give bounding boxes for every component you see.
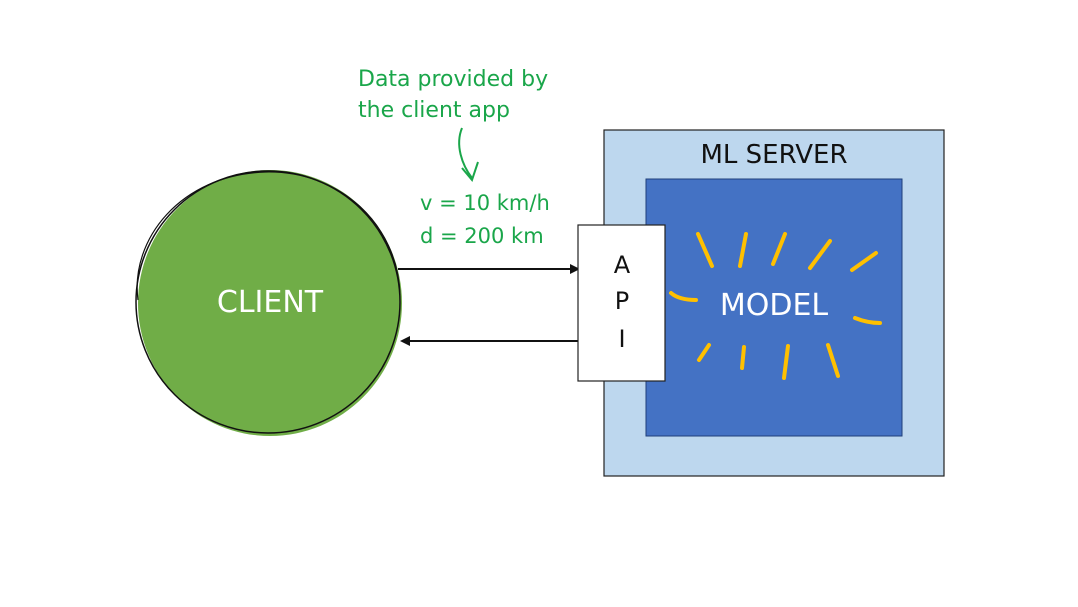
annotation-line-1: Data provided by bbox=[358, 67, 548, 92]
model-box bbox=[645, 178, 903, 437]
server-title: ML SERVER bbox=[700, 140, 847, 170]
response-arrowhead bbox=[400, 336, 410, 346]
ray bbox=[808, 239, 832, 270]
ray bbox=[740, 345, 746, 370]
annotation-line-2: the client app bbox=[358, 98, 510, 123]
ray bbox=[697, 343, 711, 362]
client-label: CLIENT bbox=[217, 285, 324, 320]
ray bbox=[853, 316, 882, 325]
model-node: MODEL bbox=[669, 232, 882, 380]
client-outline-stroke bbox=[136, 171, 401, 301]
ray bbox=[669, 291, 698, 302]
ray bbox=[696, 232, 714, 268]
annotation-arrowhead bbox=[461, 161, 479, 183]
api-letter-a: A bbox=[614, 251, 631, 279]
input-distance: d = 200 km bbox=[420, 224, 544, 248]
input-velocity: v = 10 km/h bbox=[420, 191, 550, 215]
ray bbox=[850, 251, 878, 272]
input-values: v = 10 km/h d = 200 km bbox=[420, 191, 550, 248]
client-circle bbox=[138, 170, 402, 436]
api-letter-i: I bbox=[618, 325, 625, 353]
client-node: CLIENT bbox=[135, 170, 402, 436]
model-glow-rays bbox=[669, 232, 882, 380]
connection-arrows bbox=[398, 264, 580, 346]
ray bbox=[782, 344, 790, 380]
model-label: MODEL bbox=[720, 288, 829, 323]
ray bbox=[771, 232, 787, 266]
client-outline bbox=[135, 170, 401, 434]
api-box: A P I bbox=[577, 224, 666, 382]
ray bbox=[826, 343, 840, 378]
api-letter-p: P bbox=[615, 287, 629, 315]
annotation-arrow bbox=[458, 127, 473, 179]
annotation: Data provided by the client app bbox=[358, 67, 548, 183]
ray bbox=[738, 232, 748, 268]
api-rect bbox=[577, 224, 666, 382]
request-arrowhead bbox=[570, 264, 580, 274]
